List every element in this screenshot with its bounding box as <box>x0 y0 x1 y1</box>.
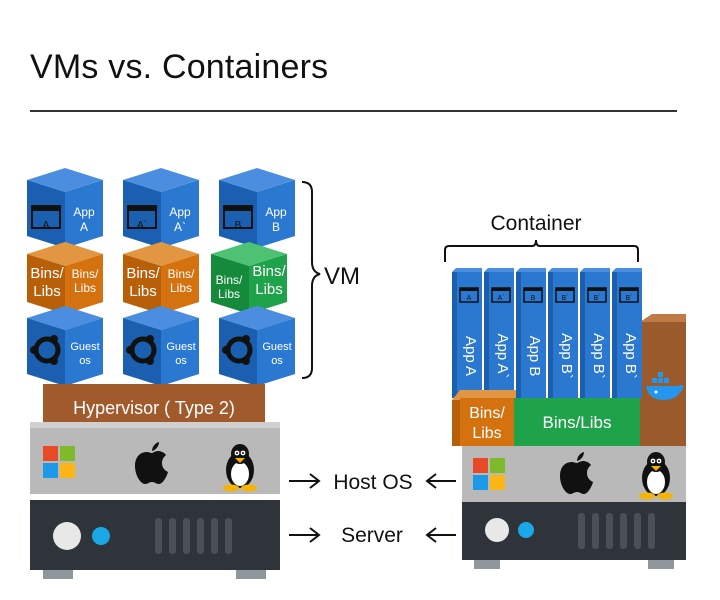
svg-text:Libs: Libs <box>255 281 283 298</box>
vm-1: A App A <box>27 168 103 248</box>
container-app-label: App B <box>526 336 543 377</box>
svg-text:Bins/Libs: Bins/Libs <box>543 413 612 432</box>
container-label: Container <box>490 212 581 235</box>
svg-text:Bins/: Bins/ <box>469 405 505 422</box>
window-letter: A <box>467 295 472 302</box>
arrow-left-icon <box>425 527 437 543</box>
vm-stack: A App A Bins/ Libs Bins/ Libs Guest os A… <box>27 168 295 386</box>
container-apps: A App A A` App A` B App B B` App B` B` App B` B` Ap… <box>452 268 642 398</box>
svg-text:B: B <box>272 220 280 234</box>
container-app-label: App B` <box>622 333 639 379</box>
container-brace <box>444 239 639 262</box>
svg-text:Bins/: Bins/ <box>126 265 160 282</box>
svg-text:App: App <box>265 205 287 219</box>
container-app-label: App A` <box>494 333 511 378</box>
right-server-hardware <box>462 502 686 569</box>
arrow-left-icon <box>425 473 437 489</box>
hypervisor-label: Hypervisor ( Type 2) <box>73 398 235 418</box>
svg-text:Bins/: Bins/ <box>30 265 64 282</box>
svg-text:B: B <box>235 220 242 231</box>
svg-text:Libs: Libs <box>170 281 192 295</box>
docker-block <box>640 314 686 446</box>
host-os-row: Host OS <box>289 471 456 494</box>
svg-text:A`: A` <box>137 219 147 231</box>
app-name: A <box>80 220 88 234</box>
left-server-hardware <box>30 500 280 579</box>
svg-text:os: os <box>271 355 283 367</box>
container-bins-small: Bins/ Libs <box>452 390 516 446</box>
svg-text:Guest: Guest <box>166 341 195 353</box>
left-host-os-panel <box>30 422 280 494</box>
arrow-right-icon <box>309 473 321 489</box>
window-letter: B <box>531 295 536 302</box>
svg-text:Bins/: Bins/ <box>216 273 243 287</box>
svg-text:Guest: Guest <box>262 341 291 353</box>
vm-label: VM <box>324 263 360 290</box>
arrow-right-icon <box>309 527 321 543</box>
svg-text:os: os <box>79 355 91 367</box>
svg-text:Bins/: Bins/ <box>252 263 286 280</box>
container-app-5: B` App B` <box>580 268 610 398</box>
right-host-os-panel <box>462 446 686 502</box>
svg-text:Guest: Guest <box>70 341 99 353</box>
svg-text:Libs: Libs <box>33 283 61 300</box>
svg-text:Libs: Libs <box>472 425 501 442</box>
svg-text:A`: A` <box>174 220 186 234</box>
container-app-1: A App A <box>452 268 482 398</box>
window-letter: A <box>43 220 50 231</box>
svg-text:Bins/: Bins/ <box>72 267 99 281</box>
container-app-4: B` App B` <box>548 268 578 398</box>
title-divider <box>30 110 677 112</box>
container-bins-large: Bins/Libs <box>514 398 640 446</box>
docker-whale-icon <box>646 372 684 400</box>
window-letter: B` <box>562 295 569 302</box>
container-app-label: App B` <box>590 333 607 379</box>
svg-text:App: App <box>169 205 191 219</box>
svg-text:Libs: Libs <box>218 287 240 301</box>
container-app-label: App A <box>462 336 479 376</box>
container-app-label: App B` <box>558 333 575 379</box>
svg-text:Host OS: Host OS <box>333 471 412 494</box>
container-app-2: A` App A` <box>484 268 514 398</box>
window-letter: A` <box>498 295 505 302</box>
svg-text:Libs: Libs <box>74 281 96 295</box>
window-letter: B` <box>594 295 601 302</box>
svg-text:os: os <box>175 355 187 367</box>
svg-text:Bins/: Bins/ <box>168 267 195 281</box>
vm-brace <box>301 181 321 379</box>
container-app-3: B App B <box>516 268 546 398</box>
page-title: VMs vs. Containers <box>30 48 329 86</box>
svg-text:Libs: Libs <box>129 283 157 300</box>
window-letter: B` <box>626 295 633 302</box>
app-label: App <box>73 205 95 219</box>
server-row: Server <box>289 524 456 547</box>
container-app-6: B` App B` <box>612 268 642 398</box>
svg-text:Server: Server <box>341 524 403 547</box>
